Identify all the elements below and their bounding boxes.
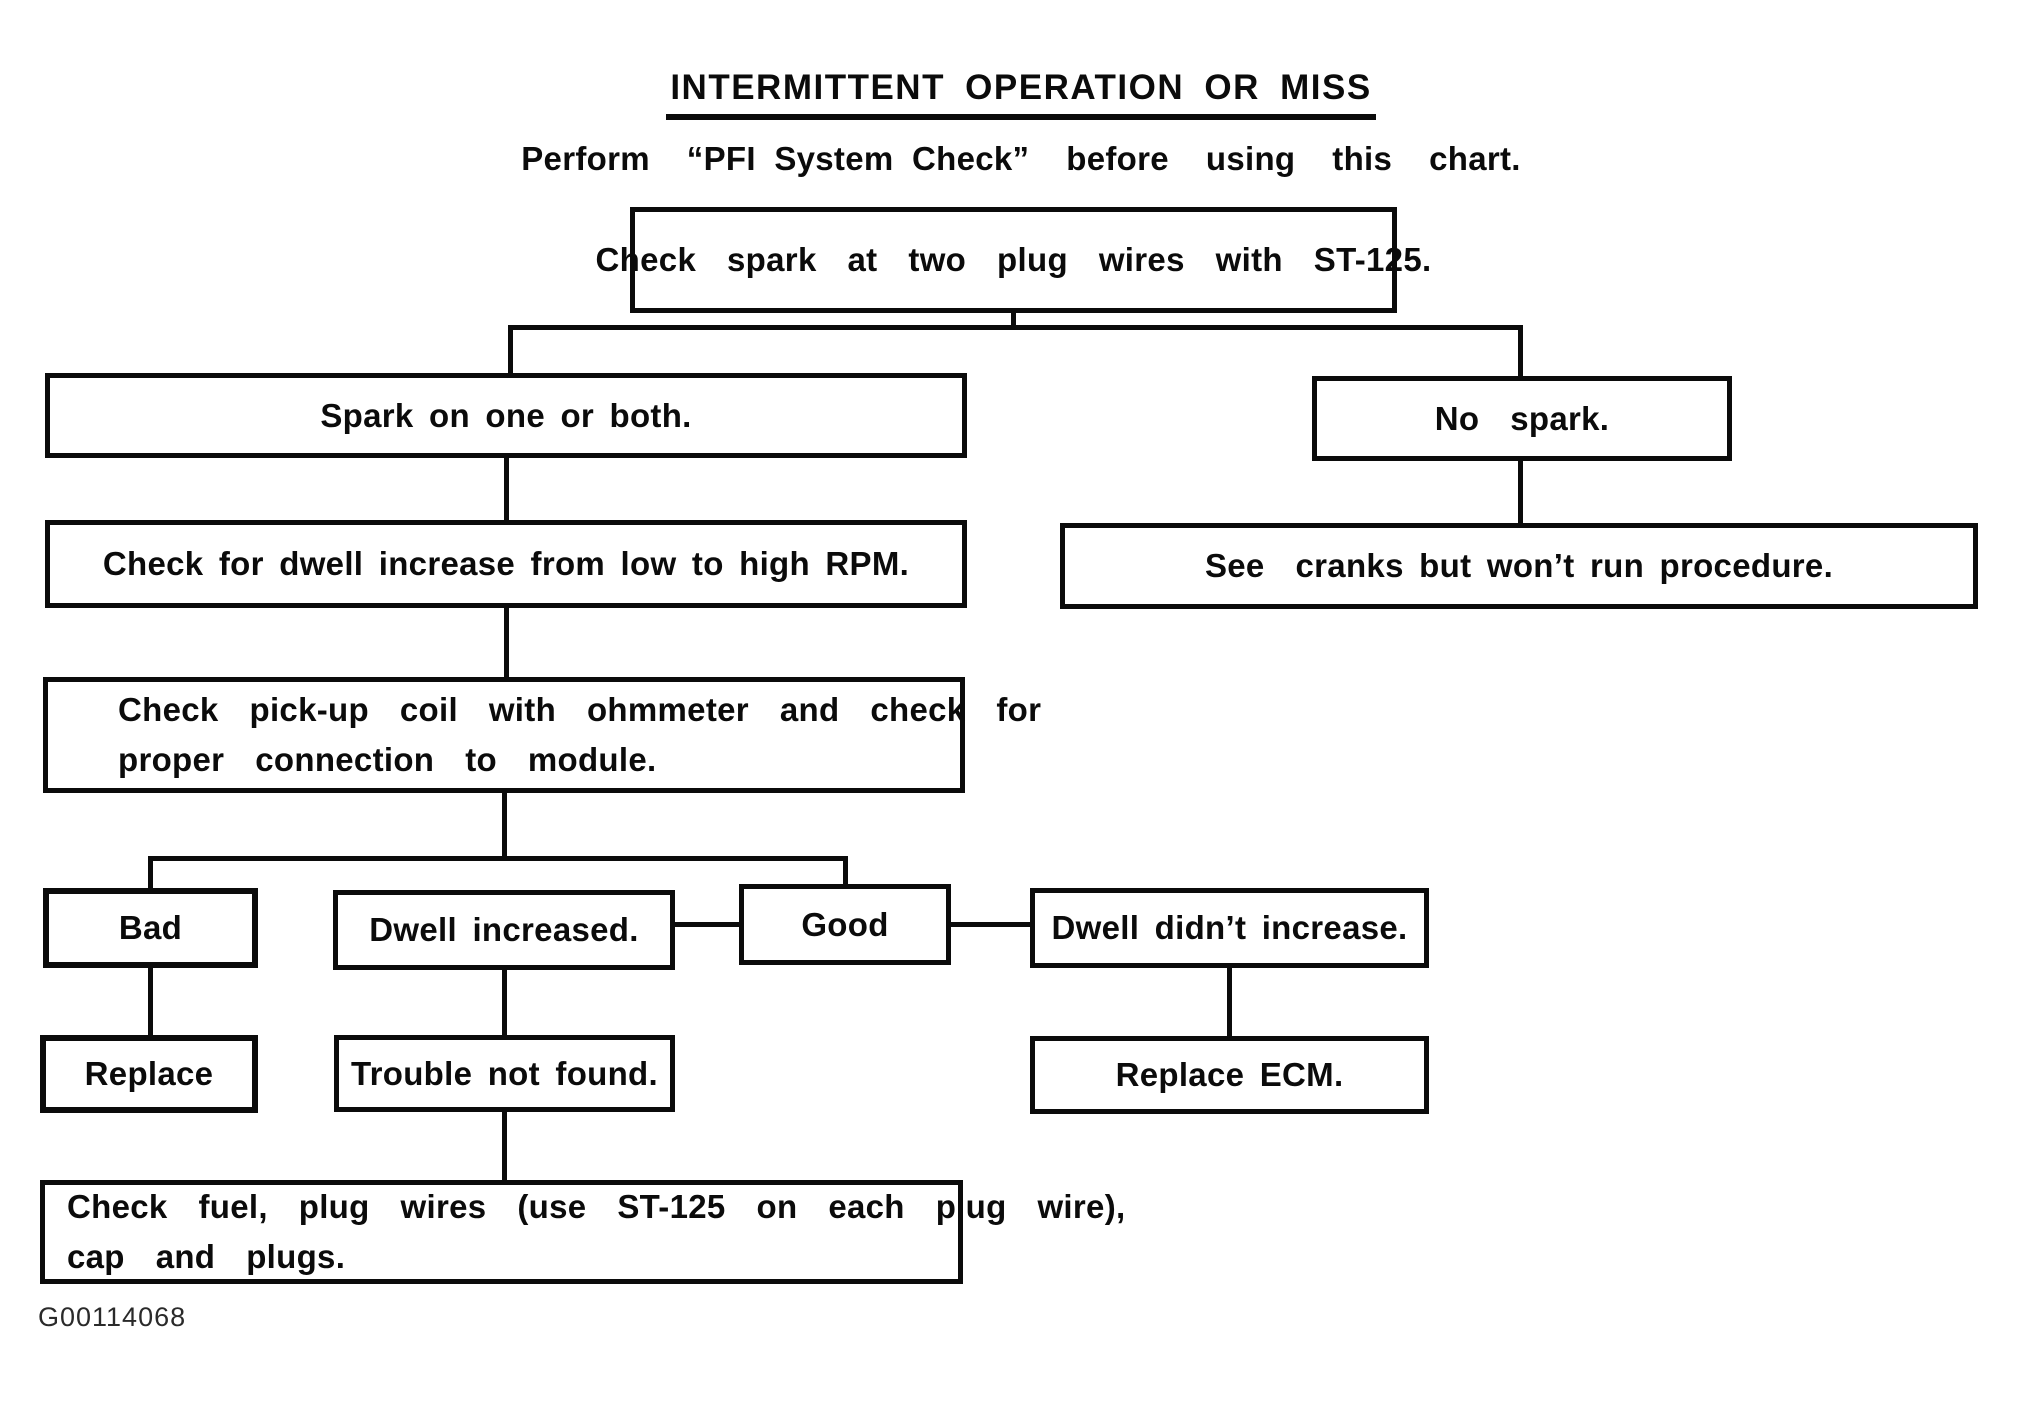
- node-spark-on-one-or-both-label: Spark on one or both.: [320, 396, 692, 434]
- node-check-spark: Check spark at two plug wires with ST-12…: [596, 207, 1431, 313]
- node-see-cranks-procedure-label: See cranks but won’t run procedure.: [1204, 547, 1834, 584]
- node-replace-label: Replace: [84, 1055, 214, 1092]
- node-check-pickup-coil-line2: proper connection to module.: [118, 741, 657, 778]
- node-check-fuel-line2: cap and plugs.: [67, 1238, 346, 1275]
- connector-branch-to-nospark: [1518, 325, 1523, 378]
- connector-dwelldidnt-to-ecm: [1227, 968, 1232, 1038]
- connector-dwellinc-to-trouble: [502, 970, 507, 1037]
- node-good-label: Good: [801, 905, 889, 943]
- connector-trouble-to-checkfuel: [502, 1112, 507, 1182]
- node-check-dwell-increase-label: Check for dwell increase from low to hig…: [102, 545, 910, 582]
- node-dwell-increased-label: Dwell increased.: [369, 911, 639, 948]
- figure-code: G00114068: [38, 1302, 187, 1332]
- node-no-spark: No spark.: [1312, 376, 1732, 461]
- node-check-spark-label: Check spark at two plug wires with ST-12…: [595, 241, 1432, 278]
- node-bad-label: Bad: [118, 909, 183, 946]
- node-no-spark-label: No spark.: [1434, 399, 1610, 437]
- connector-branch-bottom: [148, 856, 848, 861]
- node-dwell-didnt-increase: Dwell didn’t increase.: [1030, 888, 1429, 968]
- node-trouble-not-found-label: Trouble not found.: [350, 1054, 658, 1092]
- page-title: INTERMITTENT OPERATION OR MISS: [666, 68, 1376, 120]
- node-replace-ecm-label: Replace ECM.: [1115, 1056, 1344, 1093]
- connector-branch-top: [508, 325, 1523, 330]
- node-replace-ecm: Replace ECM.: [1030, 1036, 1429, 1114]
- connector-branch-to-good: [843, 856, 848, 886]
- node-trouble-not-found: Trouble not found.: [334, 1035, 675, 1112]
- page-subtitle: Perform “PFI System Check” before using …: [521, 140, 1521, 177]
- title-wrap: INTERMITTENT OPERATION OR MISS: [20, 68, 2022, 120]
- connector-nospark-to-seecranks: [1518, 461, 1523, 525]
- node-dwell-didnt-increase-label: Dwell didn’t increase.: [1051, 909, 1408, 946]
- node-spark-on-one-or-both: Spark on one or both.: [45, 373, 967, 458]
- node-see-cranks-procedure: See cranks but won’t run procedure.: [1060, 523, 1978, 609]
- connector-good-to-dwelldidnt: [949, 922, 1032, 927]
- connector-checkspark-down: [1011, 313, 1016, 327]
- node-check-pickup-coil: Check pick-up coil with ohmmeter and che…: [43, 677, 1041, 793]
- node-dwell-increased: Dwell increased.: [333, 890, 675, 970]
- node-check-pickup-coil-line1: Check pick-up coil with ohmmeter and che…: [118, 691, 1042, 728]
- node-good: Good: [739, 884, 951, 965]
- node-check-fuel-line1: Check fuel, plug wires (use ST-125 on ea…: [67, 1188, 1126, 1225]
- node-bad: Bad: [43, 888, 258, 968]
- connector-branch-to-bad: [148, 856, 153, 890]
- connector-dwellinc-to-good: [675, 922, 741, 927]
- connector-dwellcheck-to-pickup: [504, 608, 509, 679]
- connector-pickup-down: [502, 793, 507, 858]
- connector-bad-to-replace: [148, 968, 153, 1037]
- connector-spark-to-dwellcheck: [504, 458, 509, 522]
- node-replace: Replace: [40, 1035, 258, 1113]
- node-check-dwell-increase: Check for dwell increase from low to hig…: [45, 520, 967, 608]
- connector-branch-to-spark: [508, 325, 513, 375]
- node-check-fuel: Check fuel, plug wires (use ST-125 on ea…: [40, 1180, 1125, 1284]
